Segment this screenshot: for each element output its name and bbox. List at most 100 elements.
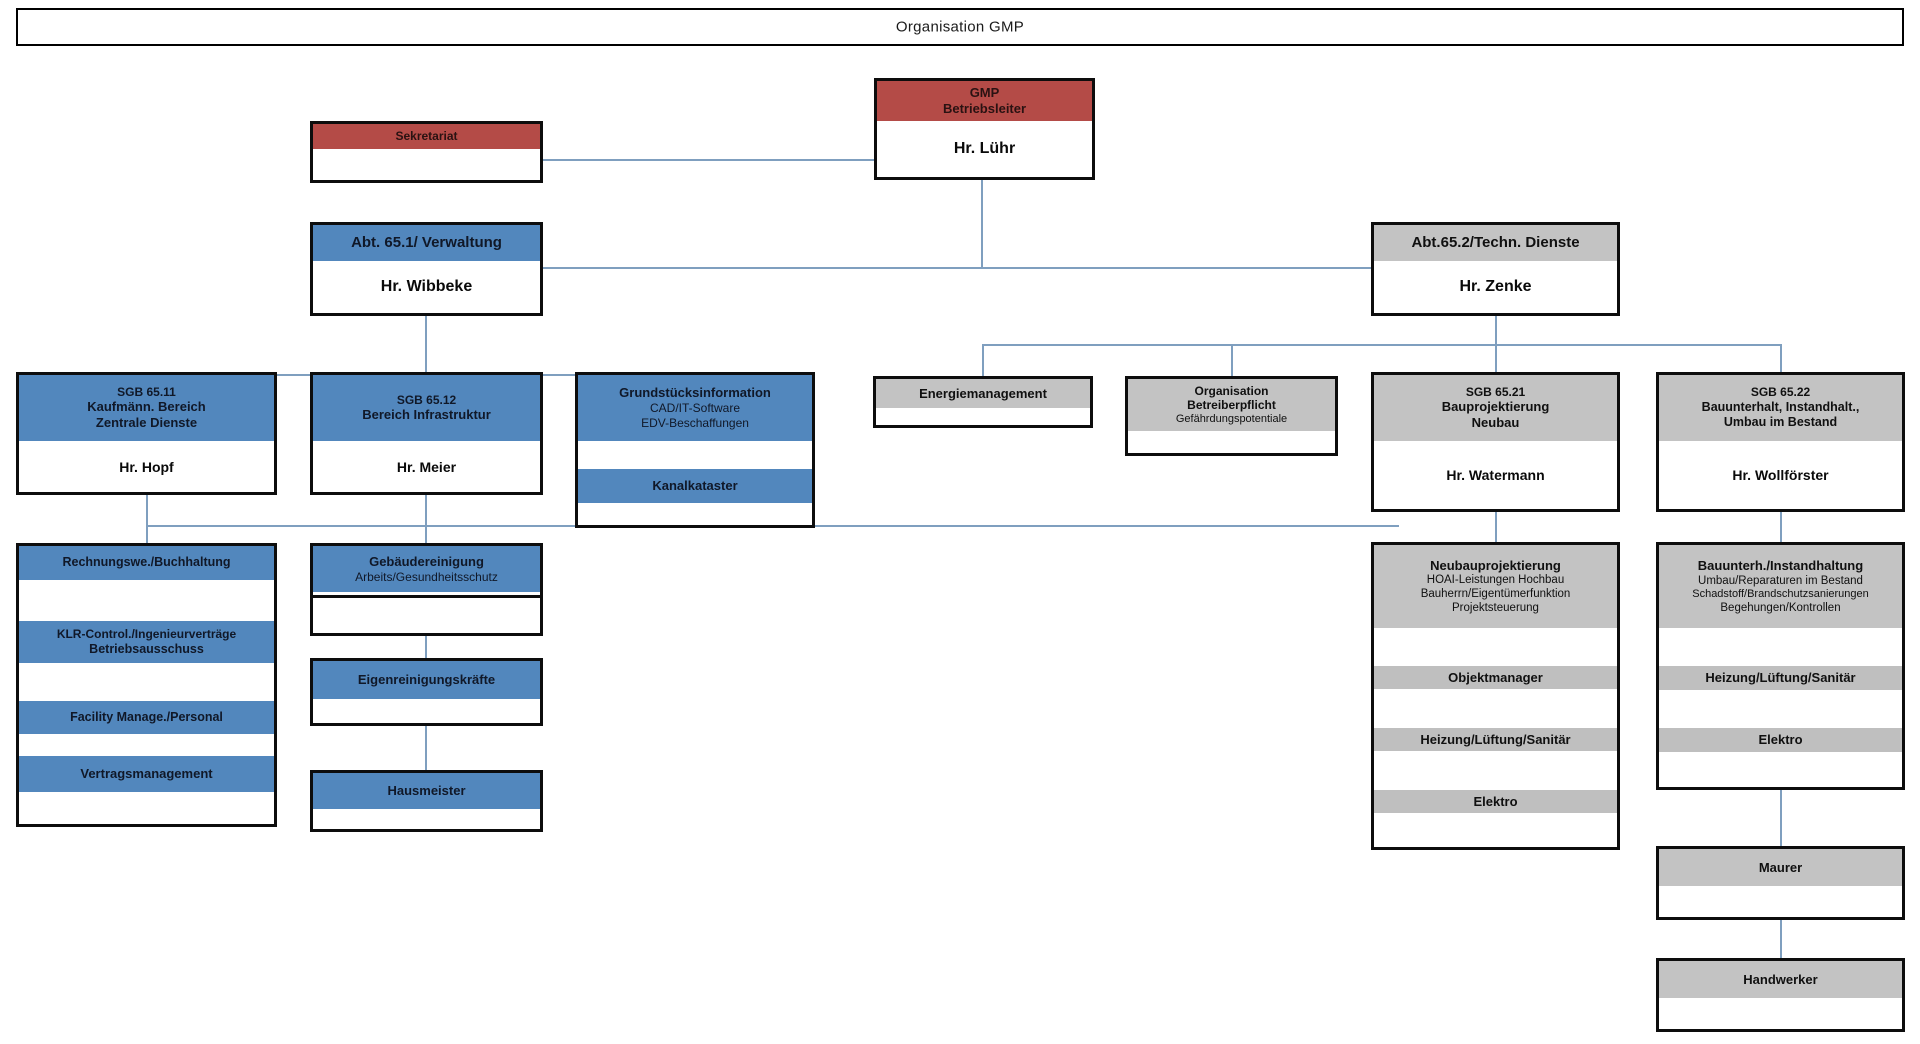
- node-verwaltung-detail-stack[interactable]: Rechnungswe./Buchhaltung KLR-Control./In…: [16, 543, 277, 827]
- header-line: Handwerker: [1743, 971, 1818, 987]
- band-label: Objektmanager: [1448, 669, 1543, 685]
- node-abt-65-1-verwaltung[interactable]: Abt. 65.1/ Verwaltung Hr. Wibbeke: [310, 222, 543, 316]
- page-title: Organisation GMP: [895, 18, 1025, 36]
- node-header-hausmeister: Hausmeister: [313, 773, 540, 809]
- node-header-abt-65-1: Abt. 65.1/ Verwaltung: [313, 225, 540, 261]
- person-name: Hr. Zenke: [1459, 278, 1532, 295]
- node-sgb-65-12[interactable]: SGB 65.12 Bereich Infrastruktur Hr. Meie…: [310, 372, 543, 495]
- node-header-sekretariat: Sekretariat: [313, 124, 540, 149]
- node-handwerker[interactable]: Handwerker: [1656, 958, 1905, 1032]
- connector-bauunterhaltung-to-maurer: [1780, 790, 1782, 846]
- gap-n3: [1374, 751, 1617, 790]
- person-name: Hr. Hopf: [119, 458, 174, 475]
- connector-department-bus: [425, 267, 1495, 269]
- band-label: Elektro: [1473, 793, 1518, 809]
- header-line: CAD/IT-Software: [649, 401, 741, 416]
- gap-1: [19, 580, 274, 621]
- node-sgb-65-11[interactable]: SGB 65.11 Kaufmänn. Bereich Zentrale Die…: [16, 372, 277, 495]
- node-band-neubau-elektro[interactable]: Elektro: [1374, 790, 1617, 813]
- header-line: Betreiberpflicht: [1187, 398, 1276, 413]
- header-line: Abt. 65.1/ Verwaltung: [351, 233, 502, 251]
- header-line: SGB 65.12: [396, 392, 457, 407]
- node-header-abt-65-2: Abt.65.2/Techn. Dienste: [1374, 225, 1617, 261]
- node-grundstuecksinformation[interactable]: Grundstücksinformation CAD/IT-Software E…: [575, 372, 815, 528]
- header-line: HOAI-Leistungen Hochbau: [1426, 574, 1565, 587]
- header-line: Kaufmänn. Bereich: [87, 399, 206, 415]
- header-line: Bauunterh./Instandhaltung: [1697, 557, 1864, 573]
- node-body-hausmeister: [313, 809, 540, 829]
- node-organisation-betreiberpflicht[interactable]: Organisation Betreiberpflicht Gefährdung…: [1125, 376, 1338, 456]
- node-gebaeudereinigung[interactable]: Gebäudereinigung Arbeits/Gesundheitsschu…: [310, 543, 543, 598]
- node-neubauprojektierung[interactable]: Neubauprojektierung HOAI-Leistungen Hoch…: [1371, 542, 1620, 850]
- connector-to-betreiberpflicht: [1231, 344, 1233, 376]
- node-sgb-65-21[interactable]: SGB 65.21 Bauprojektierung Neubau Hr. Wa…: [1371, 372, 1620, 512]
- header-line: Bauherrn/Eigentümerfunktion: [1420, 588, 1571, 601]
- connector-eigenreinigung-to-hausmeister: [425, 726, 427, 770]
- node-body-grundstuecksinformation: [578, 503, 812, 525]
- gap-n4: [1374, 813, 1617, 847]
- node-body-abt-65-1: Hr. Wibbeke: [313, 261, 540, 313]
- node-band-neubau-hls[interactable]: Heizung/Lüftung/Sanitär: [1374, 728, 1617, 751]
- node-energiemanagement[interactable]: Energiemanagement: [873, 376, 1093, 428]
- node-body-abt-65-2: Hr. Zenke: [1374, 261, 1617, 313]
- connector-to-sgb6521: [1495, 344, 1497, 376]
- node-body-gmp-betriebsleiter: Hr. Lühr: [877, 121, 1092, 177]
- node-body-sgb-65-22: Hr. Wollförster: [1659, 441, 1902, 509]
- node-header-sgb-65-22: SGB 65.22 Bauunterhalt, Instandhalt., Um…: [1659, 375, 1902, 441]
- node-band-bauunterhalt-elektro[interactable]: Elektro: [1659, 728, 1902, 752]
- header-line: Bauunterhalt, Instandhalt.,: [1701, 400, 1860, 415]
- header-line: Gefährdungspotentiale: [1175, 412, 1288, 425]
- node-body-sgb-65-11: Hr. Hopf: [19, 441, 274, 492]
- connector-betriebsleiter-sekretariat: [543, 159, 875, 161]
- node-eigenreinigungskraefte[interactable]: Eigenreinigungskräfte: [310, 658, 543, 726]
- connector-sgb6511-to-rechnungswesen: [146, 495, 148, 543]
- node-header-grundstuecksinformation: Grundstücksinformation CAD/IT-Software E…: [578, 375, 812, 441]
- header-line: Energiemanagement: [919, 385, 1047, 401]
- node-gmp-betriebsleiter[interactable]: GMP Betriebsleiter Hr. Lühr: [874, 78, 1095, 180]
- connector-to-energiemanagement: [982, 344, 984, 376]
- gap-4: [19, 792, 274, 824]
- person-name: Hr. Lühr: [953, 140, 1016, 157]
- header-line: GMP: [969, 85, 1000, 101]
- node-body-sekretariat: [313, 149, 540, 180]
- gap-b3: [1659, 752, 1902, 787]
- node-band-bauunterhalt-hls[interactable]: Heizung/Lüftung/Sanitär: [1659, 666, 1902, 690]
- person-name: Hr. Wibbeke: [380, 278, 473, 295]
- node-body-sgb-65-21: Hr. Watermann: [1374, 441, 1617, 509]
- node-band-vertragsmanagement[interactable]: Vertragsmanagement: [19, 756, 274, 792]
- node-bauunterhaltung-instandhaltung[interactable]: Bauunterh./Instandhaltung Umbau/Reparatu…: [1656, 542, 1905, 790]
- node-band-facility-management[interactable]: Facility Manage./Personal: [19, 701, 274, 734]
- gap-n2: [1374, 689, 1617, 728]
- header-line: EDV-Beschaffungen: [641, 415, 749, 430]
- header-line: Bereich Infrastruktur: [362, 407, 491, 423]
- node-header-handwerker: Handwerker: [1659, 961, 1902, 998]
- header-line: Arbeits/Gesundheitsschutz: [355, 569, 498, 584]
- node-hausmeister[interactable]: Hausmeister: [310, 770, 543, 832]
- node-band-objektmanager[interactable]: Objektmanager: [1374, 666, 1617, 689]
- header-line: Hausmeister: [387, 783, 466, 799]
- header-line: Neubau: [1471, 415, 1520, 431]
- node-header-gmp-betriebsleiter: GMP Betriebsleiter: [877, 81, 1092, 121]
- header-line: SGB 65.21: [1465, 384, 1526, 399]
- connector-maurer-to-handwerker: [1780, 920, 1782, 958]
- gap-n1: [1374, 628, 1617, 666]
- node-maurer[interactable]: Maurer: [1656, 846, 1905, 920]
- node-band-rechnungswesen[interactable]: Rechnungswe./Buchhaltung: [19, 546, 274, 580]
- node-band-kanalkataster[interactable]: Kanalkataster: [578, 469, 812, 503]
- band-label: Rechnungswe./Buchhaltung: [62, 555, 231, 570]
- node-header-organisation-betreiberpflicht: Organisation Betreiberpflicht Gefährdung…: [1128, 379, 1335, 431]
- header-line: Organisation: [1194, 383, 1269, 398]
- node-sgb-65-22[interactable]: SGB 65.22 Bauunterhalt, Instandhalt., Um…: [1656, 372, 1905, 512]
- node-band-klr-control[interactable]: KLR-Control./Ingenieurverträge Betriebsa…: [19, 621, 274, 663]
- band-label: Heizung/Lüftung/Sanitär: [1420, 731, 1571, 747]
- header-line: Umbau im Bestand: [1723, 415, 1838, 430]
- band-label: Kanalkataster: [652, 478, 738, 494]
- person-name: Hr. Wollförster: [1732, 467, 1829, 483]
- node-abt-65-2-techn-dienste[interactable]: Abt.65.2/Techn. Dienste Hr. Zenke: [1371, 222, 1620, 316]
- connector-abt652-stem: [1495, 316, 1497, 344]
- node-sekretariat[interactable]: Sekretariat: [310, 121, 543, 183]
- node-header-sgb-65-21: SGB 65.21 Bauprojektierung Neubau: [1374, 375, 1617, 441]
- chart-title-bar: Organisation GMP: [16, 8, 1904, 46]
- header-line: SGB 65.22: [1750, 385, 1811, 400]
- gap-2: [19, 663, 274, 701]
